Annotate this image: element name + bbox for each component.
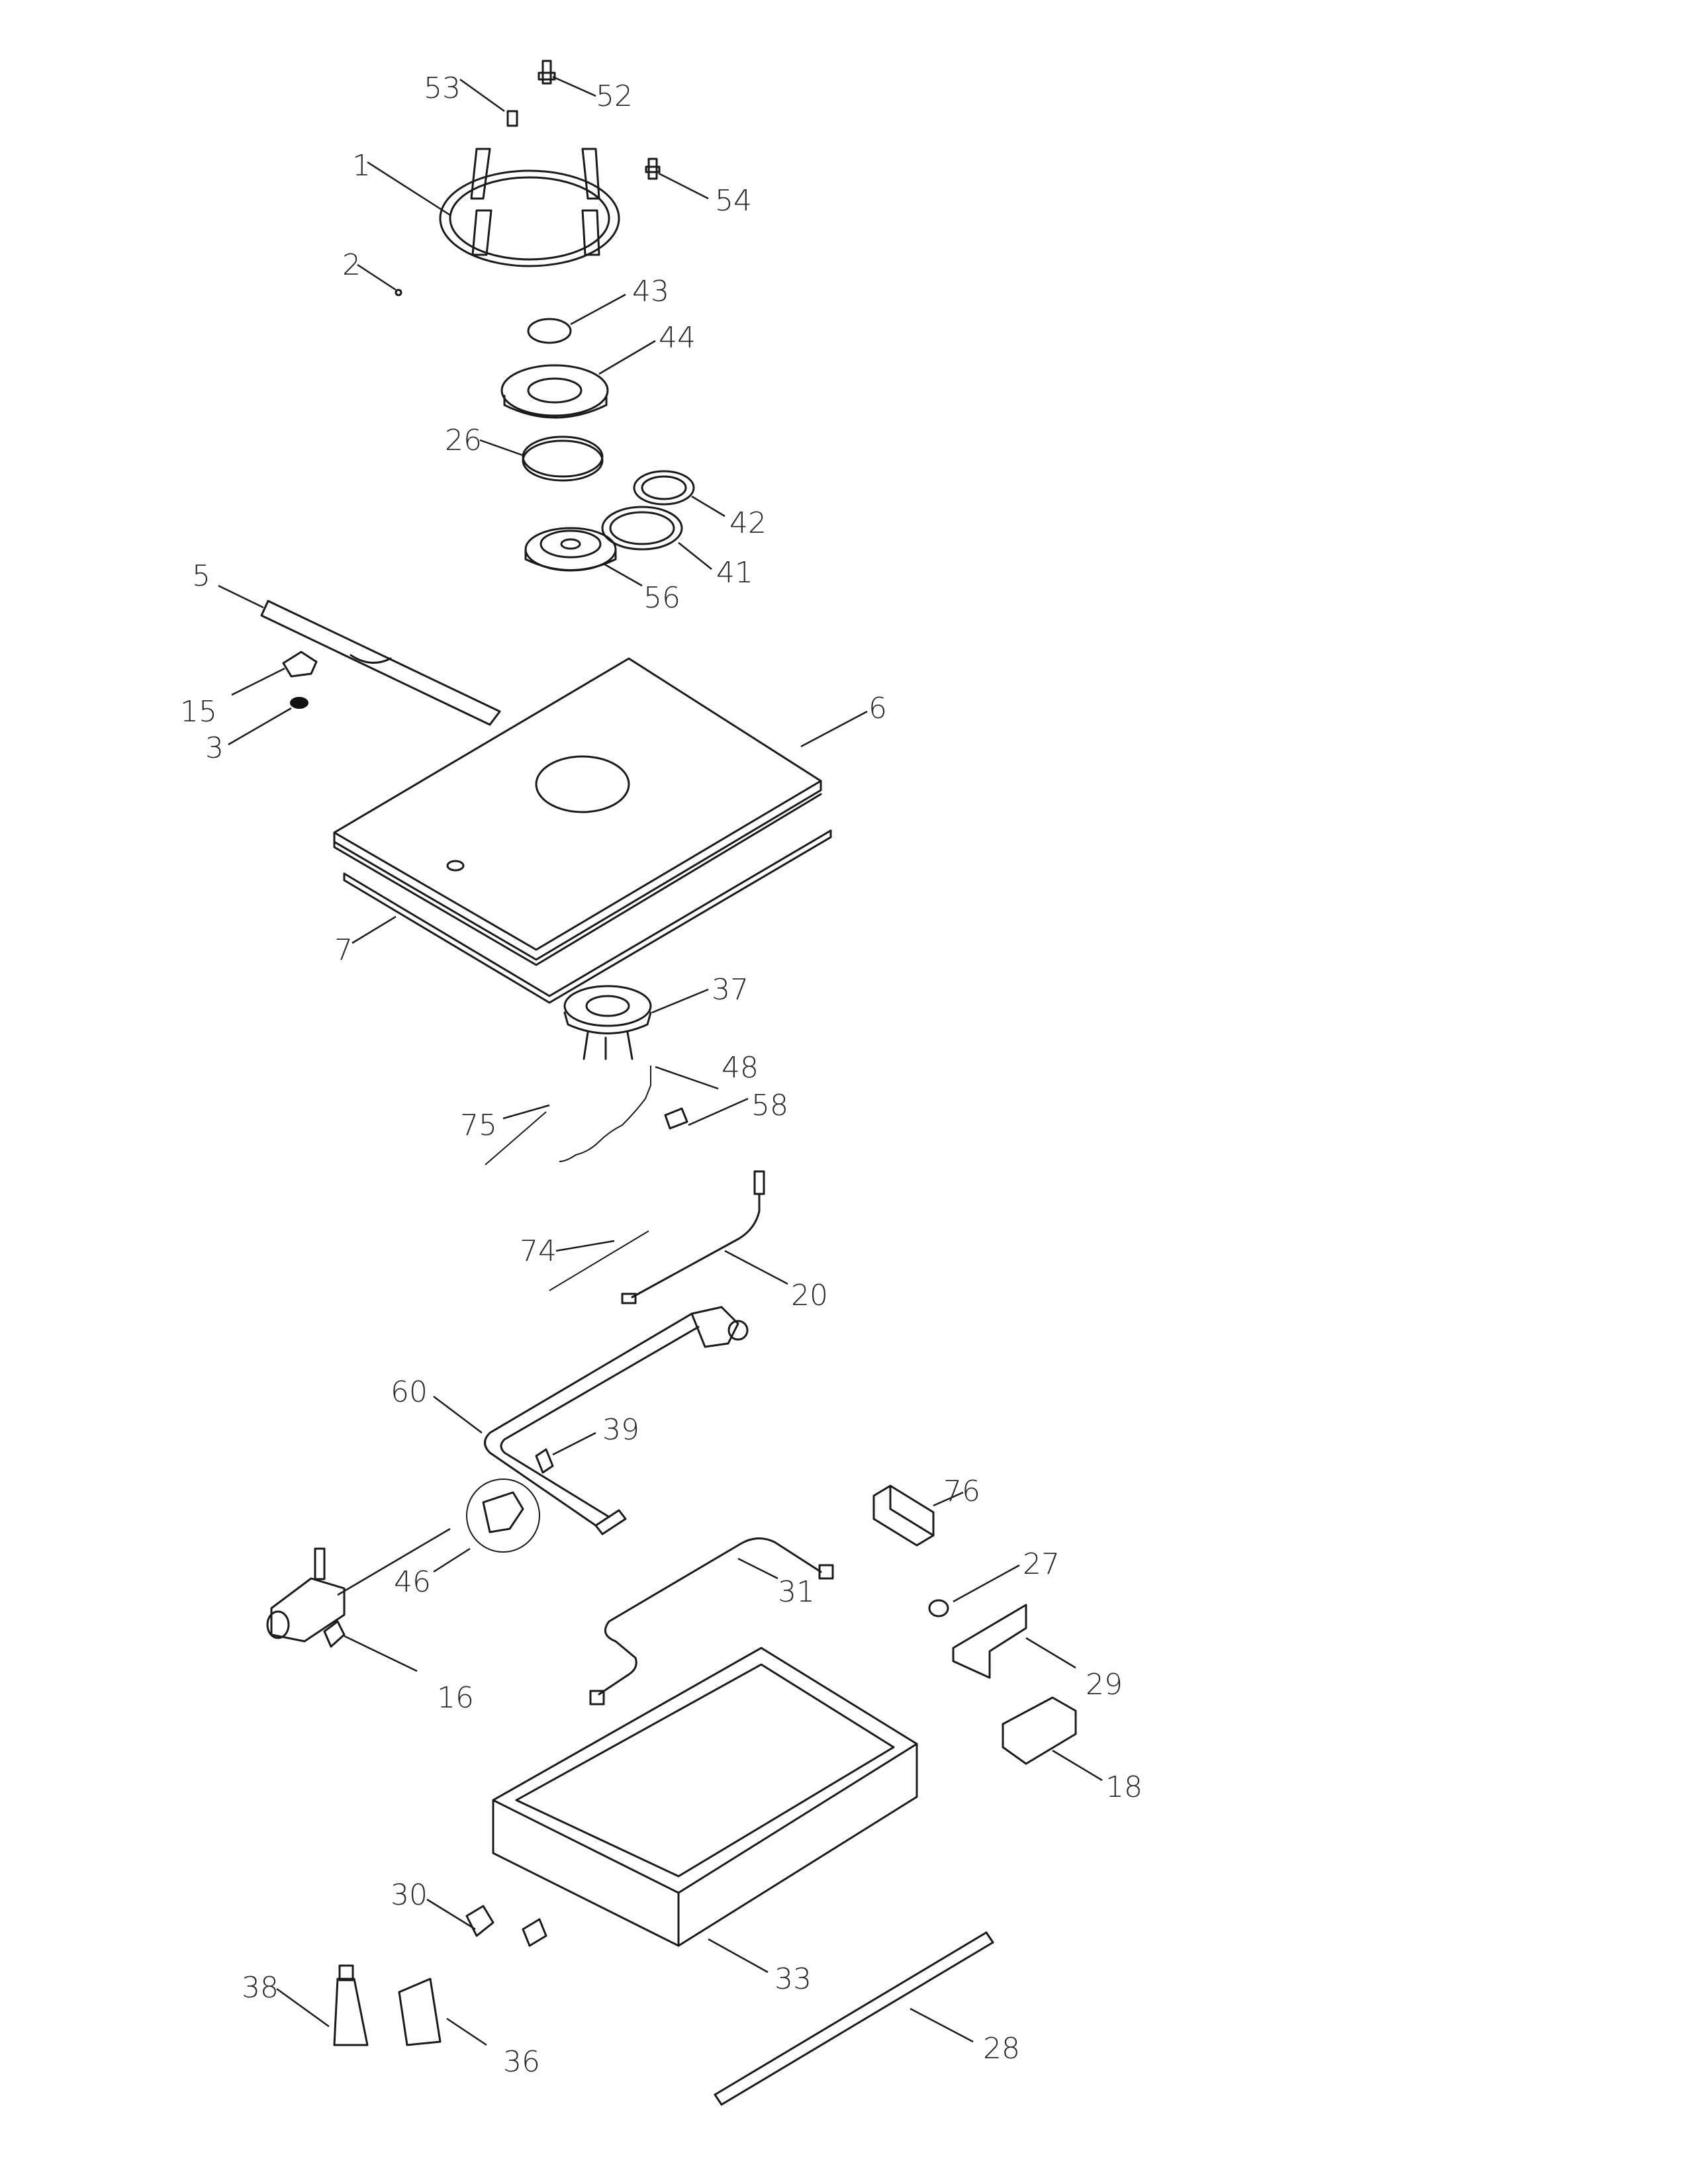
callout-42: 42: [729, 506, 767, 540]
part-18-terminal-block: [1002, 1696, 1077, 1765]
callout-29: 29: [1086, 1668, 1123, 1702]
part-53-fitting: [506, 110, 518, 127]
callout-36: 36: [503, 2045, 540, 2079]
callout-18: 18: [1105, 1770, 1143, 1804]
part-1-grate: [439, 148, 620, 267]
callout-37: 37: [712, 973, 749, 1007]
callout-53: 53: [424, 71, 461, 105]
part-30-clips: [465, 1905, 547, 1947]
callout-75: 75: [460, 1109, 497, 1142]
callout-44: 44: [659, 321, 696, 355]
part-76-igniter: [872, 1484, 935, 1547]
callout-76: 76: [943, 1475, 980, 1508]
part-44-burner-top: [500, 364, 609, 419]
part-26-ring: [522, 435, 604, 482]
leader-lines: [218, 75, 1103, 2046]
callout-numbers: 53 52 54 1 2 43 44 26 42 41 56 5 15 3 6 …: [180, 71, 1143, 2079]
part-28-rail: [714, 1931, 994, 2106]
callout-30: 30: [391, 1878, 428, 1912]
callout-74: 74: [520, 1234, 557, 1268]
callout-6: 6: [868, 692, 887, 725]
part-46-valve-detail: [466, 1479, 540, 1553]
callout-3: 3: [205, 731, 224, 765]
callout-16: 16: [437, 1681, 474, 1715]
part-37-burner-cup: [563, 985, 652, 1060]
callout-33: 33: [774, 1962, 812, 1996]
callout-43: 43: [632, 275, 669, 308]
callout-20: 20: [791, 1279, 828, 1312]
part-48-electrode: [559, 1066, 651, 1162]
callout-39: 39: [602, 1413, 639, 1447]
part-54-fitting: [645, 158, 661, 180]
callout-15: 15: [180, 695, 217, 729]
part-31-gas-pipe: [589, 1537, 834, 1706]
callout-46: 46: [394, 1565, 431, 1599]
part-3-badge: [290, 697, 308, 709]
callout-41: 41: [716, 556, 753, 590]
callout-5: 5: [192, 559, 211, 593]
callout-54: 54: [715, 184, 752, 218]
part-27-grommet: [928, 1599, 949, 1617]
callout-27: 27: [1023, 1547, 1060, 1581]
part-33-burner-box: [492, 1647, 918, 1947]
callout-52: 52: [596, 79, 633, 113]
callout-56: 56: [643, 581, 680, 615]
part-39-clamp: [535, 1448, 554, 1474]
callout-60: 60: [391, 1375, 428, 1409]
part-15-knob: [282, 651, 318, 678]
part-16-bracket: [323, 1620, 346, 1648]
part-38-tube: [333, 1964, 369, 2046]
part-6-cooktop: [333, 657, 822, 966]
part-52-fitting: [538, 60, 556, 85]
part-60-burner-tube: [484, 1306, 749, 1535]
part-42-washer: [633, 470, 695, 506]
callout-48: 48: [722, 1051, 759, 1085]
part-58-clip: [664, 1107, 688, 1130]
part-valve-body: [266, 1547, 346, 1643]
callout-31: 31: [778, 1575, 815, 1609]
callout-28: 28: [983, 2032, 1020, 2066]
part-41-gasket: [601, 506, 683, 551]
callout-38: 38: [242, 1971, 279, 2005]
part-29-bracket: [952, 1604, 1027, 1679]
callout-2: 2: [342, 248, 361, 282]
part-20-thermocouple: [621, 1170, 765, 1304]
callout-26: 26: [445, 424, 482, 457]
callout-1: 1: [352, 149, 371, 183]
callout-7: 7: [334, 933, 353, 967]
part-36-packet: [398, 1978, 442, 2046]
callout-58: 58: [751, 1089, 788, 1122]
part-7-trim-frame: [343, 829, 832, 1004]
part-43-cap: [527, 318, 572, 344]
part-74-rod: [549, 1230, 649, 1291]
part-56-burner-base: [524, 527, 617, 572]
part-5-control-strip: [260, 600, 501, 726]
part-75-rod: [485, 1111, 547, 1165]
part-2-screw: [395, 289, 402, 296]
